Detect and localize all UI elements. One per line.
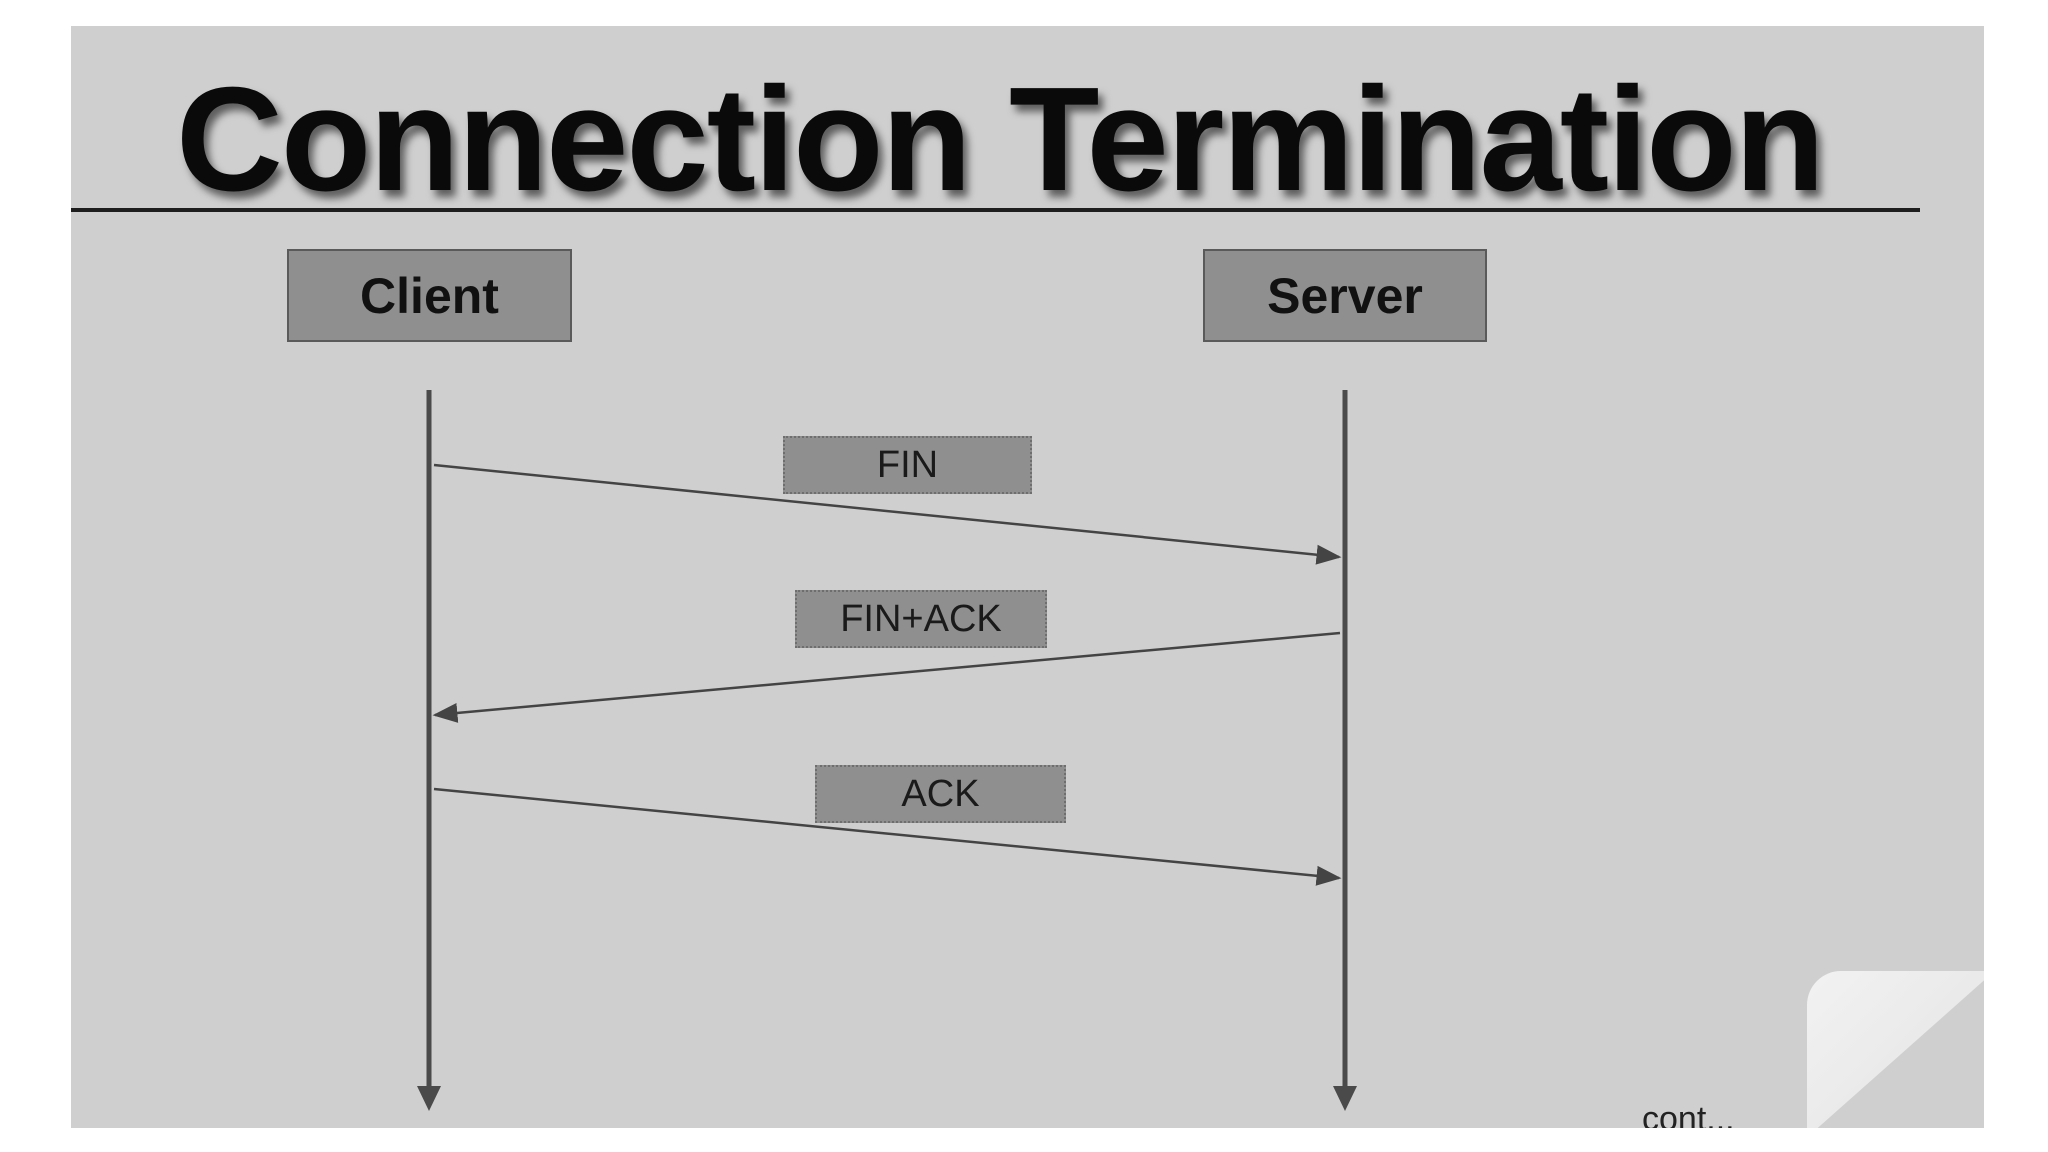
fin-arrow: [433, 463, 1342, 565]
fin-label: FIN: [783, 436, 1032, 494]
slide: Connection Termination Client Server FIN…: [71, 26, 1984, 1128]
ack-arrow: [433, 787, 1342, 886]
client-box: Client: [287, 249, 572, 342]
slide-title: Connection Termination: [176, 57, 1825, 222]
server-lifeline-arrowhead: [1333, 1086, 1357, 1111]
title-underline: [71, 208, 1920, 212]
ack-label: ACK: [815, 765, 1066, 823]
fin-ack-arrow: [432, 631, 1341, 723]
continued-label: cont...: [1642, 1100, 1735, 1128]
fin-ack-label: FIN+ACK: [795, 590, 1047, 648]
server-box: Server: [1203, 249, 1487, 342]
sequence-diagram: [417, 390, 1357, 1111]
client-lifeline-arrowhead: [417, 1086, 441, 1111]
